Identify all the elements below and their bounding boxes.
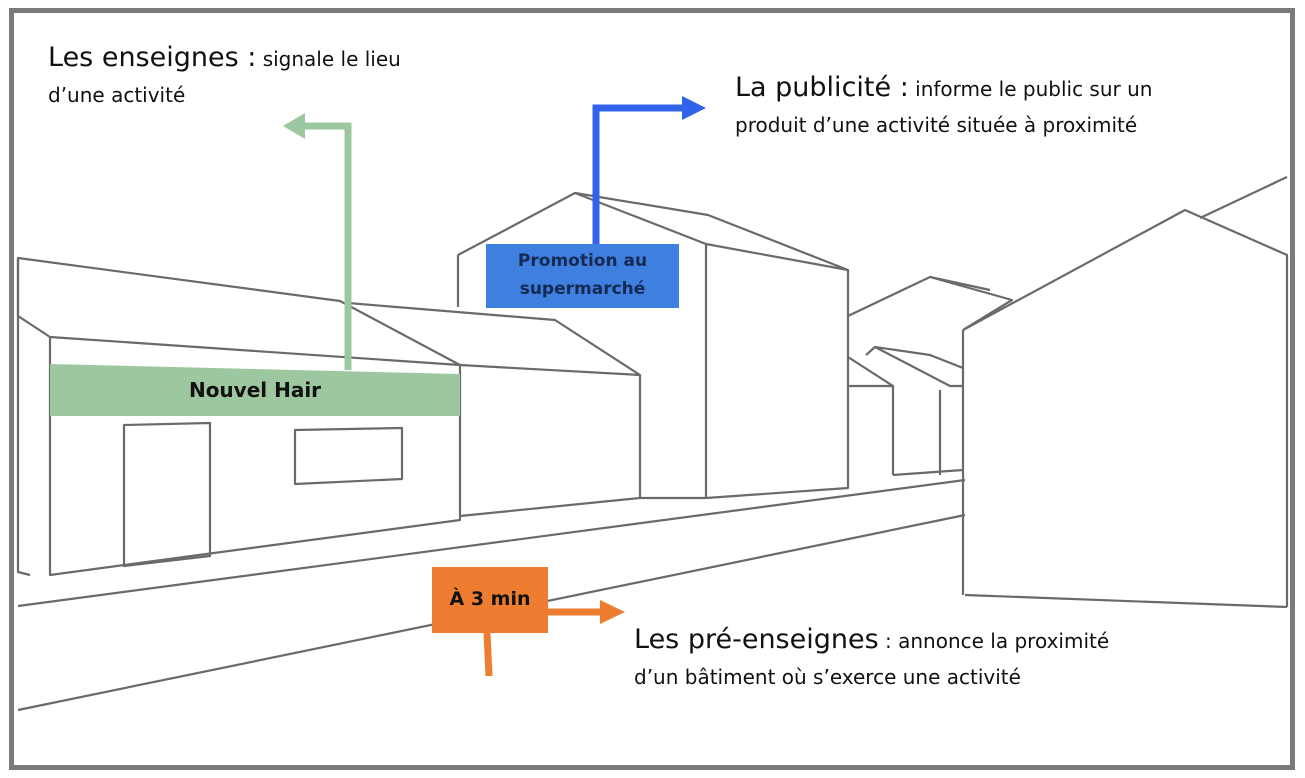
pre-sign-label: À 3 min	[449, 588, 531, 610]
blue-arrow-head	[682, 96, 706, 120]
shop-building-roof	[16, 256, 462, 367]
caption-publicite-line1: La publicité : informe le public sur un	[735, 70, 1152, 107]
caption-pre-enseignes-title: Les pré-enseignes	[634, 624, 879, 655]
right-background-roof	[1199, 176, 1288, 219]
pre-sign-board	[432, 567, 548, 633]
shop-door	[122, 421, 212, 568]
green-arrow-head	[283, 113, 305, 139]
caption-enseignes-line2: d’une activité	[48, 83, 186, 107]
central-building-roof	[574, 191, 850, 272]
shop-building-wall	[48, 337, 462, 577]
caption-pre-enseignes-line1: Les pré-enseignes : annonce la proximité	[634, 622, 1109, 659]
shop-window	[293, 426, 404, 486]
orange-arrow-head	[600, 600, 625, 624]
blue-arrow	[592, 104, 682, 244]
caption-pre-enseignes-text: : annonce la proximité	[885, 629, 1110, 653]
ad-board	[486, 244, 679, 308]
ad-sign-line2: supermarché	[519, 279, 646, 299]
caption-enseignes: Les enseignes : signale le lieu d’une ac…	[48, 40, 401, 113]
distant-building-a-roof	[929, 275, 991, 292]
distant-building-c-wall	[892, 390, 964, 477]
left-edge-building	[16, 260, 31, 577]
pre-sign-post	[483, 632, 493, 677]
caption-enseignes-line1: Les enseignes : signale le lieu	[48, 40, 401, 77]
road-far-edge	[17, 478, 966, 608]
distant-building-c	[865, 345, 964, 388]
central-building-side	[705, 270, 850, 500]
caption-publicite: La publicité : informe le public sur un …	[735, 70, 1152, 143]
caption-publicite-line2: produit d’une activité située à proximit…	[735, 113, 1138, 137]
green-arrow	[303, 122, 352, 370]
caption-enseignes-text: signale le lieu	[262, 47, 401, 71]
distant-building-a	[847, 275, 1014, 331]
annex-building	[347, 301, 642, 377]
picture-frame	[9, 8, 1295, 770]
ad-sign-label: Promotion au supermarché	[486, 247, 679, 303]
ad-sign-line1: Promotion au	[517, 251, 648, 271]
right-building	[961, 208, 1289, 607]
sidewalk-curb	[964, 593, 1288, 609]
caption-publicite-text: informe le public sur un	[915, 77, 1153, 101]
shop-sign-label: Nouvel Hair	[188, 378, 322, 402]
caption-publicite-title: La publicité :	[735, 72, 909, 103]
caption-enseignes-title: Les enseignes :	[48, 42, 257, 73]
caption-pre-enseignes-line2: d’un bâtiment où s’exerce une activité	[634, 665, 1021, 689]
caption-pre-enseignes: Les pré-enseignes : annonce la proximité…	[634, 622, 1109, 695]
green-sign-board	[50, 364, 460, 416]
